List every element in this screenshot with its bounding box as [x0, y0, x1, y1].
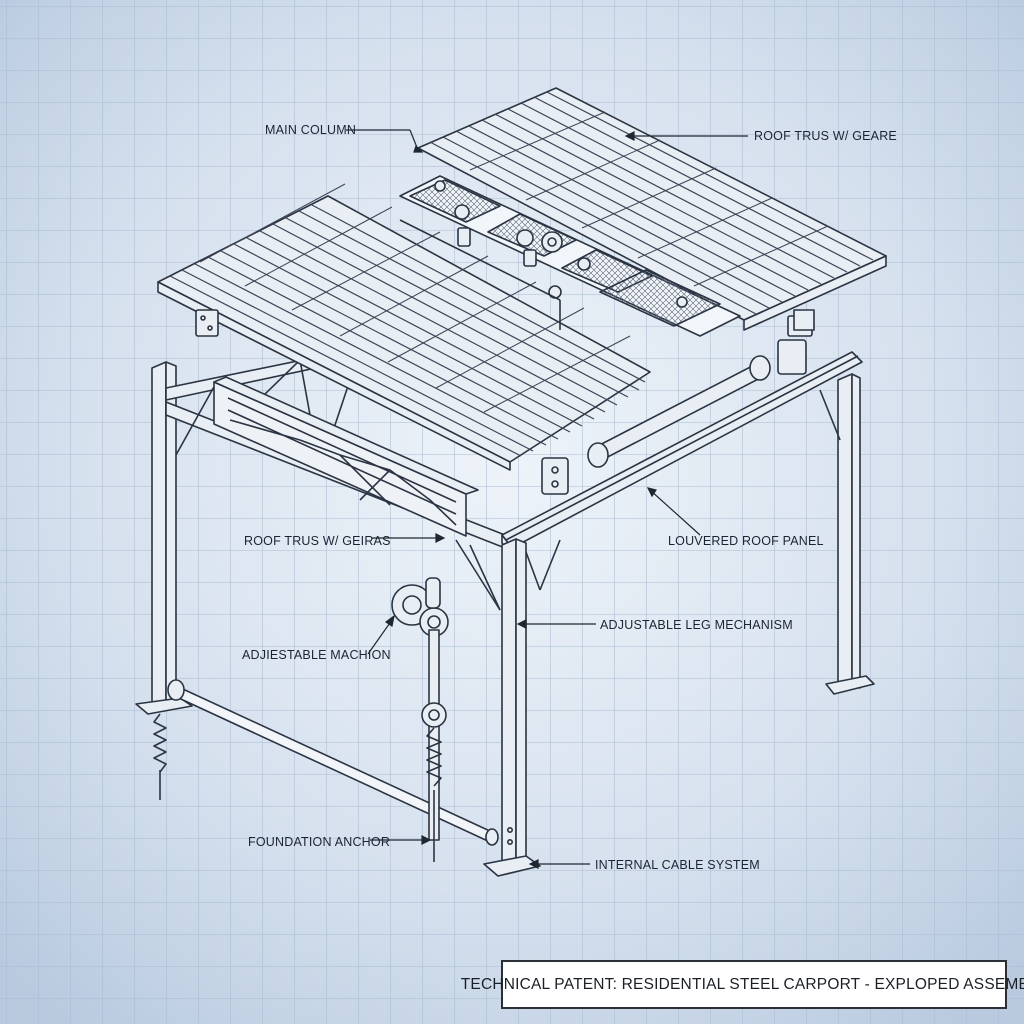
label-roof-truss-side: ROOF TRUS W/ GEIRAS: [244, 534, 391, 548]
leader-lines: [346, 129, 748, 869]
label-internal-cable-system: INTERNAL CABLE SYSTEM: [595, 858, 760, 872]
back-right-leg: [825, 373, 875, 695]
label-adjustable-machion: ADJIESTABLE MACHION: [242, 648, 391, 662]
center-gear-track: [399, 175, 815, 337]
label-adjustable-leg-mechanism: ADJUSTABLE LEG MECHANISM: [600, 618, 793, 632]
label-louvered-roof-panel: LOUVERED ROOF PANEL: [668, 534, 824, 548]
drawing-title: TECHNICAL PATENT: RESIDENTIAL STEEL CARP…: [460, 975, 1024, 993]
right-roof-panel: [417, 87, 887, 331]
back-left-leg: [135, 361, 193, 800]
label-main-column: MAIN COLUMN: [265, 123, 357, 137]
inner-truss-beam: [213, 376, 501, 611]
title-block: TECHNICAL PATENT: RESIDENTIAL STEEL CARP…: [461, 960, 1024, 1009]
label-roof-truss-top: ROOF TRUS W/ GEARE: [754, 129, 897, 143]
adjustable-gear-mechanism: [391, 577, 449, 862]
hydraulic-actuator: [541, 315, 813, 495]
left-roof-panel: [157, 183, 651, 471]
diagonal-tie-rod: [167, 679, 499, 846]
label-foundation-anchor: FOUNDATION ANCHOR: [248, 835, 391, 849]
